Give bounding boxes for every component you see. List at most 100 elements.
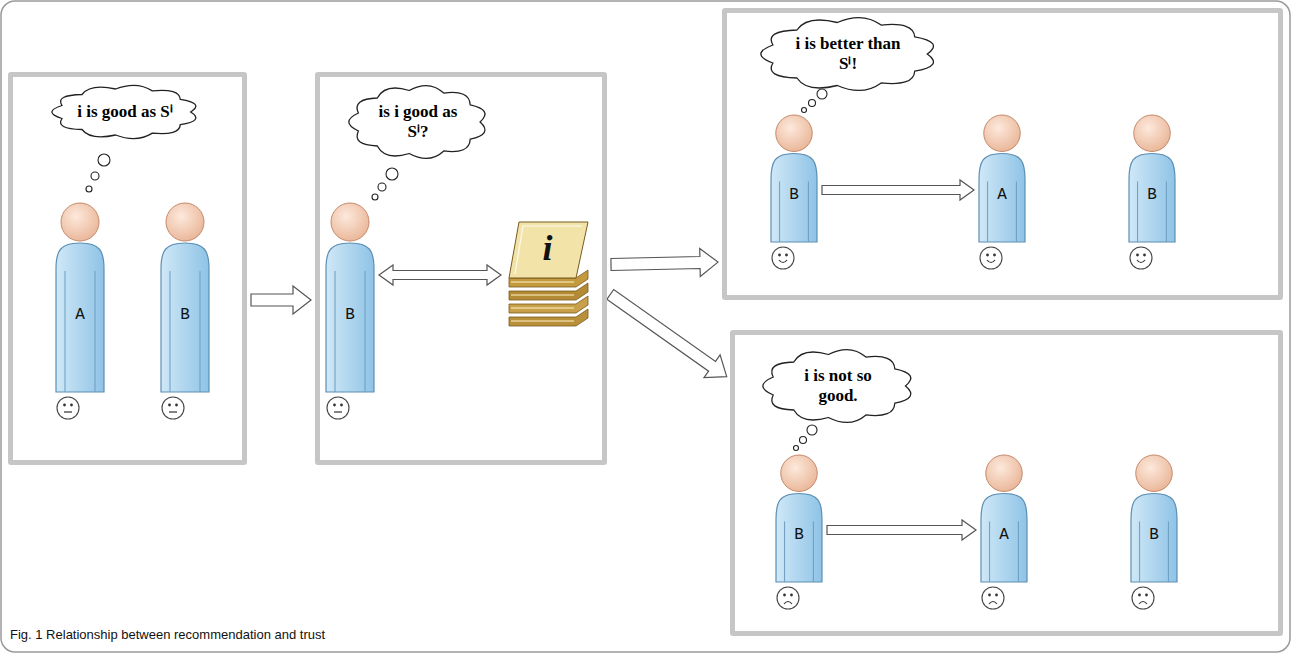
person-head [776,115,812,151]
face-eye [1138,594,1141,597]
person-letter: B [180,306,190,324]
arm-line [95,271,96,392]
arm-line [365,271,366,392]
arm-line [170,271,171,392]
thought-tail [800,437,807,444]
arm-line [784,521,785,582]
face-mouth [1139,602,1147,605]
mood-face [1132,587,1154,609]
thought-tail [372,194,378,200]
person-figure: B [1128,112,1176,272]
arm-line [200,271,201,392]
scene-panel: i is better than Sⁱ!BAB [722,8,1283,300]
thought-tail [809,100,816,107]
face-mouth [169,411,177,412]
person-letter: B [1147,186,1157,204]
cloud-outline [52,85,196,138]
person-figure: B [770,112,818,272]
face-mouth [1137,260,1145,263]
person-letter: B [794,526,804,544]
person-letter: A [997,186,1007,204]
person-head [61,203,99,241]
mood-face [327,397,349,419]
thought-bubble: i is good as Sⁱ [48,81,202,143]
interaction-arrow [827,520,976,540]
person-body [161,243,209,392]
face-eye [1143,254,1146,257]
thought-bubble: i is not so good. [759,345,917,427]
face-eye [70,404,73,407]
flow-arrow [611,249,718,277]
thought-bubble: is i good as Sⁱ? [345,81,491,163]
thought-tail [807,425,817,435]
arm-line [1166,181,1167,242]
person-letter: B [789,186,799,204]
scene-panel: i is not so good. B A B [730,330,1283,636]
person-letter: B [345,306,355,324]
person-body [776,493,822,582]
person-head [984,115,1020,151]
thought-text: is i good as Sⁱ? [374,102,462,142]
person-figure: B [1130,452,1178,612]
person-figure: A [978,112,1026,272]
arm-line [335,271,336,392]
thought-tail [802,108,807,113]
interaction-arrow [822,180,974,200]
book-cover [509,222,588,278]
person-figure: B [325,200,375,422]
item-letter: i [542,229,552,267]
face-eye [993,254,996,257]
face-mouth [334,411,342,412]
face-eye [988,594,991,597]
face-mouth [784,602,792,605]
mood-face [777,587,799,609]
arm-line [1018,521,1019,582]
thought-text: i is good as Sⁱ [77,102,173,122]
person-body [1129,153,1175,242]
mood-face [982,587,1004,609]
person-figure: B [160,200,210,422]
arm-line [1168,521,1169,582]
person-body [326,243,374,392]
person-figure: B [775,452,823,612]
face-eye [785,254,788,257]
face-eye [1145,594,1148,597]
book-pages [511,295,574,296]
arm-line [808,181,809,242]
mood-face [162,397,184,419]
arm-line [1139,521,1140,582]
cloud-outline [763,350,911,423]
cloud-outline [349,86,485,159]
mood-face [980,247,1002,269]
mood-face [57,397,79,419]
person-letter: A [999,526,1009,544]
arm-line [1137,181,1138,242]
arm-line [989,521,990,582]
scene-panel: is i good as Sⁱ? Bi [315,72,607,465]
face-eye [63,404,66,407]
face-eye [986,254,989,257]
person-figure: A [980,452,1028,612]
book-pages [511,321,574,322]
cover-shine [515,226,582,274]
cloud-outline [760,18,933,91]
flow-arrow [251,286,311,314]
item-books: i [505,218,590,328]
face-eye [340,404,343,407]
face-mouth [779,260,787,263]
face-mouth [987,260,995,263]
face-eye [175,404,178,407]
person-head [166,203,204,241]
face-eye [1136,254,1139,257]
mood-face [772,247,794,269]
person-body [771,153,817,242]
arm-line [779,181,780,242]
person-body [56,243,104,392]
face-eye [333,404,336,407]
thought-tail [817,89,827,99]
face-eye [168,404,171,407]
face-mouth [64,411,72,412]
person-head [1134,115,1170,151]
person-figure: A [55,200,105,422]
